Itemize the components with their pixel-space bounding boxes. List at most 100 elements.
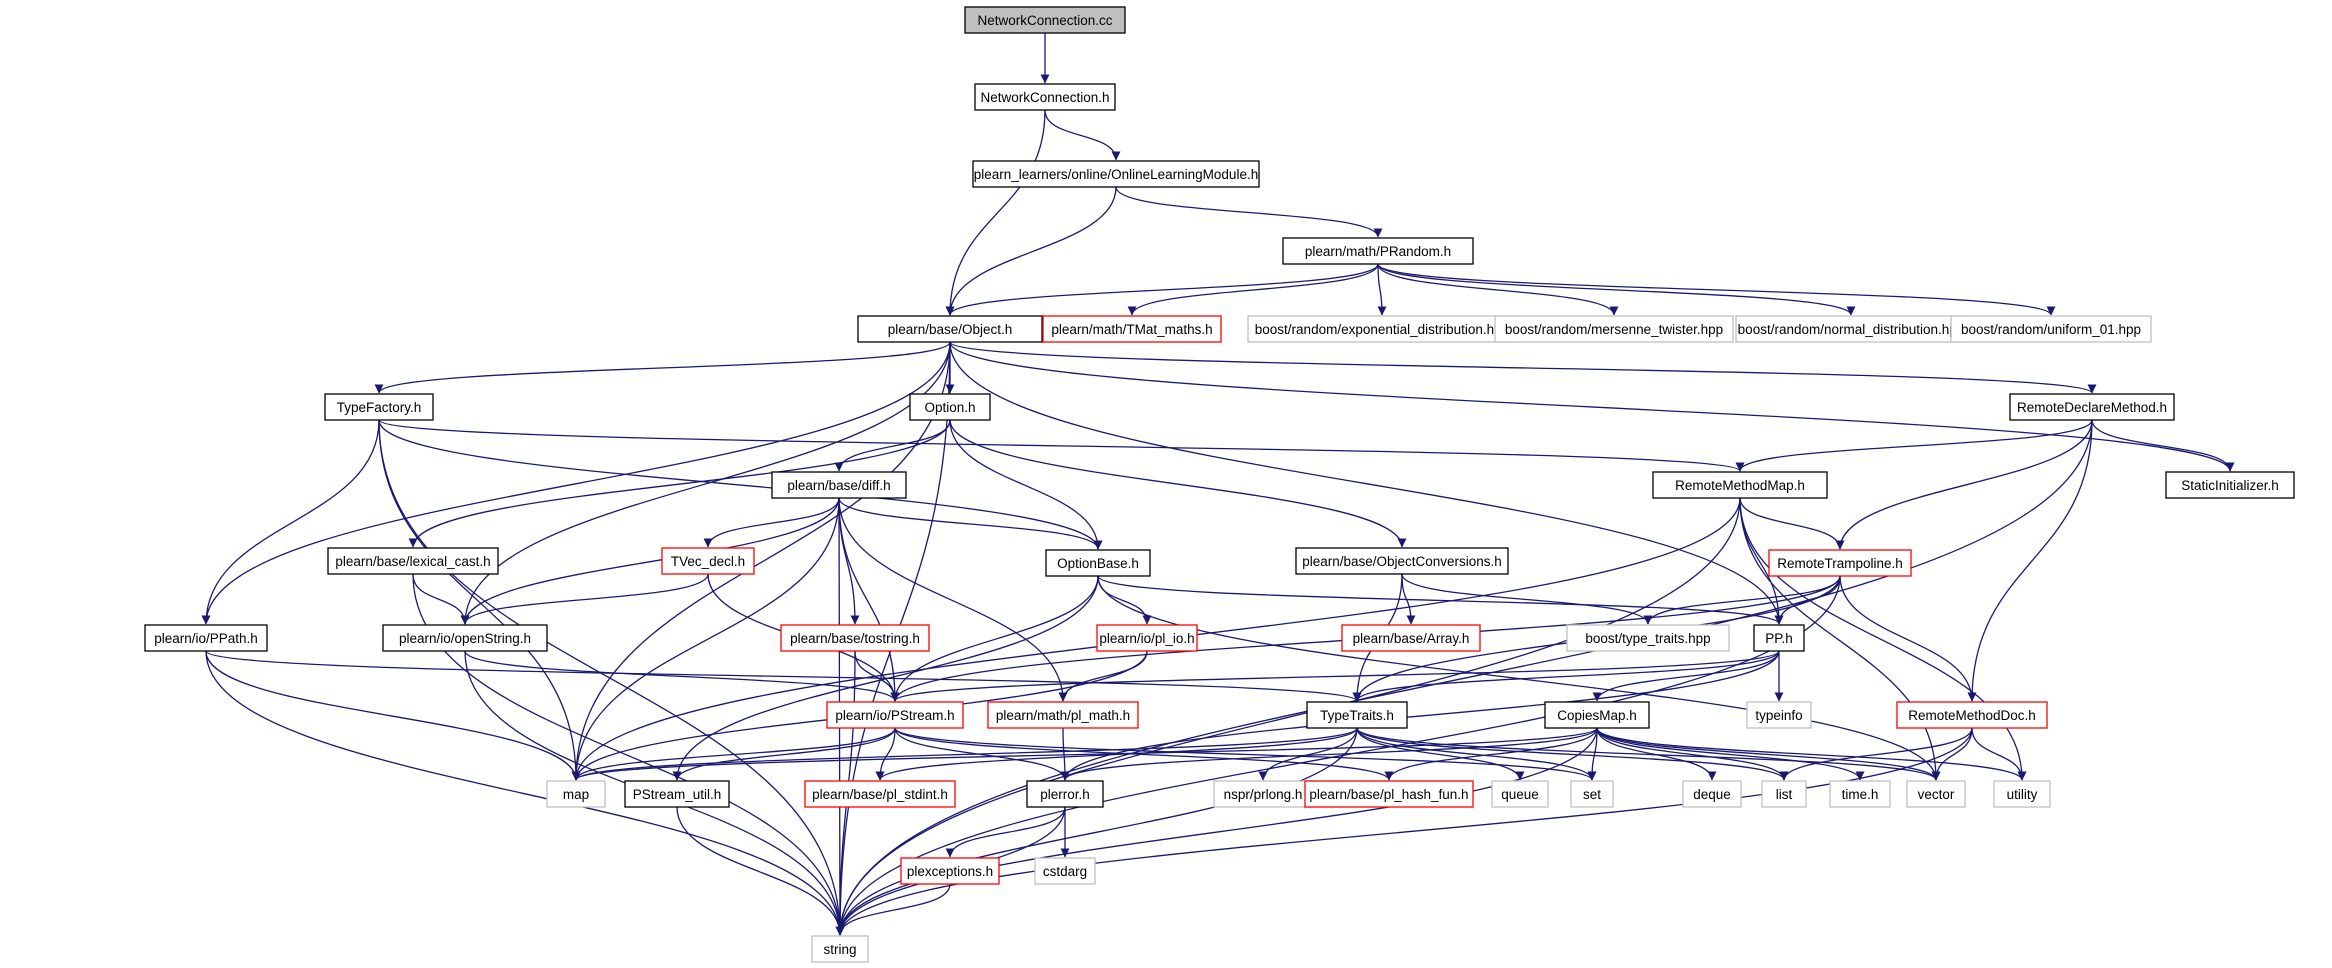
node-typetraits[interactable]: TypeTraits.h (1306, 701, 1408, 729)
node-label: cstdarg (1043, 864, 1087, 879)
node-tmat[interactable]: plearn/math/TMat_maths.h (1042, 315, 1222, 343)
node-label: StaticInitializer.h (2181, 478, 2279, 493)
node-optbase[interactable]: OptionBase.h (1045, 549, 1151, 577)
node-label: plearn/math/pl_math.h (996, 708, 1130, 723)
node-box (2009, 393, 2175, 421)
node-cstdarg: cstdarg (1034, 857, 1096, 885)
edge-pstream-to-set (894, 727, 1597, 781)
edge-rdm-to-string (835, 419, 2093, 936)
edge-pstream-to-pstreamutil (672, 727, 896, 781)
edge-typetraits-to-stdint (875, 727, 1358, 781)
edge-prandom-to-buni (1377, 263, 2056, 316)
edge-object-to-rdm (949, 341, 2097, 394)
node-box (661, 547, 755, 575)
node-rmdoc[interactable]: RemoteMethodDoc.h (1896, 701, 2048, 729)
edge-typefactory-to-rmm (378, 419, 1745, 472)
edge-plexc-to-string (835, 883, 951, 936)
node-object[interactable]: plearn/base/Object.h (857, 315, 1043, 343)
node-list: list (1761, 780, 1807, 808)
node-nc_cc[interactable]: NetworkConnection.cc (964, 6, 1126, 34)
node-olm[interactable]: plearn_learners/online/OnlineLearningMod… (972, 160, 1260, 188)
node-vector: vector (1906, 780, 1966, 808)
node-box (1282, 237, 1474, 265)
node-plio[interactable]: plearn/io/pl_io.h (1096, 624, 1198, 652)
node-pstream[interactable]: plearn/io/PStream.h (826, 701, 964, 729)
node-typeinfo: typeinfo (1746, 701, 1812, 729)
node-perror[interactable]: plerror.h (1026, 780, 1104, 808)
edge-copiesmap-to-set (1587, 727, 1598, 781)
node-label: boost/random/mersenne_twister.hpp (1505, 322, 1723, 337)
edge-perror-to-plexc (945, 806, 1066, 858)
node-lexcast[interactable]: plearn/base/lexical_cast.h (327, 547, 499, 575)
node-stdint[interactable]: plearn/base/pl_stdint.h (804, 780, 956, 808)
edge-prandom-to-bexp (1377, 263, 1387, 316)
node-pstreamutil[interactable]: PStream_util.h (624, 780, 730, 808)
node-label: set (1583, 787, 1601, 802)
node-label: deque (1693, 787, 1731, 802)
node-array[interactable]: plearn/base/Array.h (1341, 624, 1481, 652)
node-tvec[interactable]: TVec_decl.h (661, 547, 755, 575)
node-copiesmap[interactable]: CopiesMap.h (1544, 701, 1650, 729)
node-box (964, 6, 1126, 34)
node-plmath[interactable]: plearn/math/pl_math.h (987, 701, 1139, 729)
node-rdm[interactable]: RemoteDeclareMethod.h (2009, 393, 2175, 421)
node-prlong: nspr/prlong.h (1213, 780, 1313, 808)
node-option[interactable]: Option.h (909, 393, 991, 421)
node-rtramp[interactable]: RemoteTrampoline.h (1768, 549, 1912, 577)
node-box (546, 780, 606, 808)
node-plexc[interactable]: plexceptions.h (900, 857, 1000, 885)
edge-option-to-objconv (949, 419, 1407, 548)
edge-rdm-to-rmm (1735, 419, 2093, 472)
node-box (1768, 549, 1912, 577)
edge-rdm-to-rtramp (1835, 419, 2093, 550)
node-bnorm: boost/random/normal_distribution.hpp (1735, 315, 1967, 343)
node-label: plearn/io/PStream.h (835, 708, 954, 723)
node-box (1042, 315, 1222, 343)
node-label: plearn/base/Array.h (1353, 631, 1470, 646)
node-label: plearn/base/pl_hash_fun.h (1309, 787, 1468, 802)
node-ppath[interactable]: plearn/io/PPath.h (144, 624, 268, 652)
node-rmm[interactable]: RemoteMethodMap.h (1652, 471, 1828, 499)
node-objconv[interactable]: plearn/base/ObjectConversions.h (1295, 547, 1509, 575)
node-prandom[interactable]: plearn/math/PRandom.h (1282, 237, 1474, 265)
node-bmt: boost/random/mersenne_twister.hpp (1494, 315, 1734, 343)
edge-object-to-statinit (949, 341, 2235, 472)
edge-typetraits-to-vector (1356, 727, 1941, 781)
node-box (900, 857, 1000, 885)
edge-pp-to-pstream (890, 650, 1780, 702)
node-box (1026, 780, 1104, 808)
node-box (1753, 624, 1805, 652)
node-statinit[interactable]: StaticInitializer.h (2165, 471, 2295, 499)
node-tostring[interactable]: plearn/base/tostring.h (780, 624, 930, 652)
node-typefactory[interactable]: TypeFactory.h (324, 393, 434, 421)
edge-pp-to-copiesmap (1592, 650, 1780, 702)
node-label: typeinfo (1755, 708, 1802, 723)
edge-optbase-to-plio (1097, 575, 1152, 625)
node-label: string (823, 942, 856, 957)
edge-objconv-to-btt (1401, 573, 1653, 625)
node-diff[interactable]: plearn/base/diff.h (771, 471, 907, 499)
edge-ppath-to-map (205, 650, 581, 781)
node-hashfun[interactable]: plearn/base/pl_hash_fun.h (1304, 780, 1474, 808)
edge-copiesmap-to-deque (1596, 727, 1717, 781)
node-box (1306, 701, 1408, 729)
node-nc_h[interactable]: NetworkConnection.h (974, 83, 1116, 111)
node-box (811, 935, 869, 963)
edge-prandom-to-tmat (1127, 263, 1379, 316)
edge-option-to-optbase (949, 419, 1103, 550)
node-label: boost/random/normal_distribution.hpp (1738, 322, 1965, 337)
node-box (624, 780, 730, 808)
node-openstr[interactable]: plearn/io/openString.h (382, 624, 548, 652)
node-box (972, 160, 1260, 188)
node-box (1544, 701, 1650, 729)
node-pp[interactable]: PP.h (1753, 624, 1805, 652)
node-label: plearn/base/Object.h (888, 322, 1013, 337)
node-label: boost/type_traits.hpp (1585, 631, 1710, 646)
node-box (826, 701, 964, 729)
edge-rmm-to-string (835, 497, 1741, 936)
edge-typetraits-to-set (1356, 727, 1597, 781)
node-label: plearn_learners/online/OnlineLearningMod… (974, 167, 1258, 182)
node-box (2165, 471, 2295, 499)
edge-olm-to-prandom (1115, 186, 1383, 238)
